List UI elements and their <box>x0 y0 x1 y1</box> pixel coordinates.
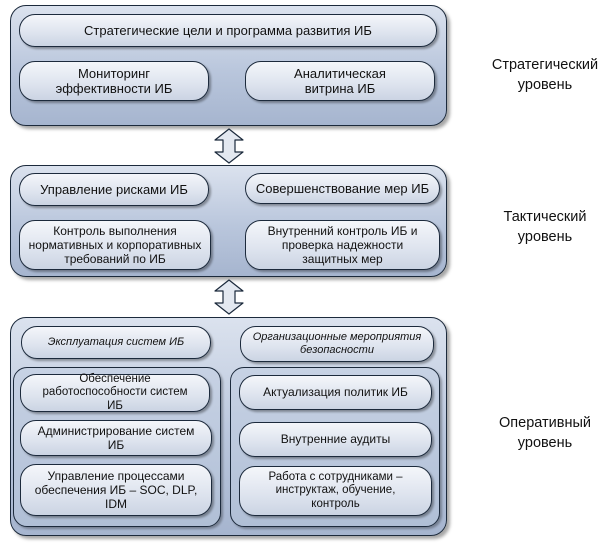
strategic-label-line1: Стратегический <box>491 57 599 73</box>
operational-label-line2: уровень <box>517 434 573 451</box>
analytics-box: Аналитическая витрина ИБ <box>245 61 435 101</box>
operational-level-label: Оперативный уровень <box>470 414 614 453</box>
double-arrow-icon <box>212 279 246 315</box>
operational-label-line1: Оперативный <box>499 415 591 431</box>
tactical-label-line1: Тактический <box>503 209 587 225</box>
improvement-box: Совершенствование мер ИБ <box>245 173 440 204</box>
ensure-operability-box: Обеспечение работоспособности систем ИБ <box>20 373 210 412</box>
exploitation-title-box: Эксплуатация систем ИБ <box>21 326 211 359</box>
risk-management-box: Управление рисками ИБ <box>19 173 209 206</box>
tactical-level-label: Тактический уровень <box>470 208 614 247</box>
org-measures-title-box: Организационные мероприятия безопасности <box>240 326 434 362</box>
compliance-control-box: Контроль выполнения нормативных и корпор… <box>19 220 211 270</box>
double-arrow-icon <box>212 128 246 164</box>
monitoring-box: Мониторинг эффективности ИБ <box>19 61 209 101</box>
strategic-level-label: Стратегический уровень <box>470 56 614 95</box>
policy-update-box: Актуализация политик ИБ <box>239 375 432 410</box>
internal-audits-box: Внутренние аудиты <box>239 422 432 457</box>
administration-box: Администрирование систем ИБ <box>20 420 212 456</box>
strategic-label-line2: уровень <box>517 76 573 93</box>
process-management-box: Управление процессами обеспечения ИБ – S… <box>20 464 212 516</box>
tactical-label-line2: уровень <box>517 228 573 245</box>
staff-work-box: Работа с сотрудниками – инструктаж, обуч… <box>239 466 432 516</box>
strategic-goals-box: Стратегические цели и программа развития… <box>19 14 437 47</box>
internal-control-box: Внутренний контроль ИБ и проверка надежн… <box>245 220 440 270</box>
